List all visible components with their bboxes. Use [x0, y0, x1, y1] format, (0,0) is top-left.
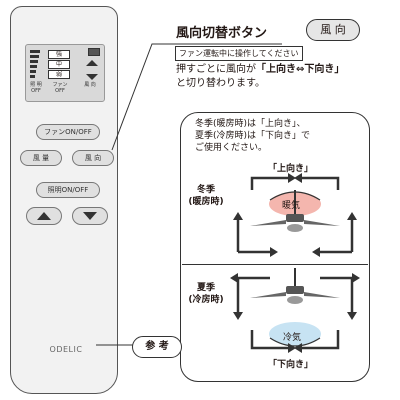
description-line-1: 押すごとに風向が「上向き⇔下向き」 [176, 63, 344, 76]
lcd-fan-label: ファン [52, 82, 68, 88]
wind-volume-button[interactable]: 風 量 [20, 150, 62, 166]
down-button[interactable] [72, 207, 108, 225]
warm-air-label: 暖気 [282, 201, 301, 211]
winter-fan-diagram [233, 173, 357, 257]
winter-direction-label: 「上向き」 [268, 164, 314, 174]
description-text: 押すごとに風向が [176, 64, 256, 75]
lcd-level-bars [30, 50, 40, 80]
reference-label: 参 考 [132, 336, 182, 358]
wind-direction-button[interactable]: 風 向 [72, 150, 114, 166]
operation-note: ファン運転中に操作してください [175, 46, 303, 61]
reference-note-1: 冬季(暖房時)は「上向き」、 [195, 119, 306, 129]
cool-air-label: 冷気 [283, 333, 302, 343]
description-line-2: と切り替わります。 [176, 78, 265, 89]
lcd-light-label: 照 明 [30, 82, 42, 88]
winter-season-sub: (暖房時) [188, 197, 224, 207]
lcd-speed-strong: 強 [48, 50, 70, 59]
page-title: 風向切替ボタン [176, 26, 268, 41]
lcd-direction-label: 風 向 [84, 82, 96, 88]
light-onoff-button[interactable]: 照明ON/OFF [36, 182, 100, 198]
lcd-fan-state: OFF [55, 88, 65, 94]
winter-season-label: 冬季 [196, 185, 215, 195]
triangle-down-icon [83, 212, 97, 220]
brand-logo: ODELIC [49, 345, 83, 354]
lcd-direction-arrows-icon [86, 60, 98, 80]
direction-toggle-text: 「上向き⇔下向き」 [256, 64, 345, 75]
summer-direction-label: 「下向き」 [268, 360, 314, 370]
panel-divider [182, 264, 368, 265]
reference-note-2: 夏季(冷房時)は「下向き」で [195, 131, 311, 141]
lcd-light-state: OFF [31, 88, 41, 94]
summer-season-sub: (冷房時) [188, 295, 224, 305]
direction-button-icon: 風 向 [306, 19, 360, 41]
up-button[interactable] [26, 207, 62, 225]
lcd-speed-medium: 中 [48, 60, 70, 69]
battery-icon [88, 48, 100, 56]
reference-note-3: ご使用ください。 [195, 143, 268, 153]
fan-onoff-button[interactable]: ファンON/OFF [36, 124, 100, 140]
triangle-up-icon [37, 212, 51, 220]
summer-fan-diagram [230, 268, 360, 353]
summer-season-label: 夏季 [196, 283, 215, 293]
lcd-speed-weak: 弱 [48, 70, 70, 79]
